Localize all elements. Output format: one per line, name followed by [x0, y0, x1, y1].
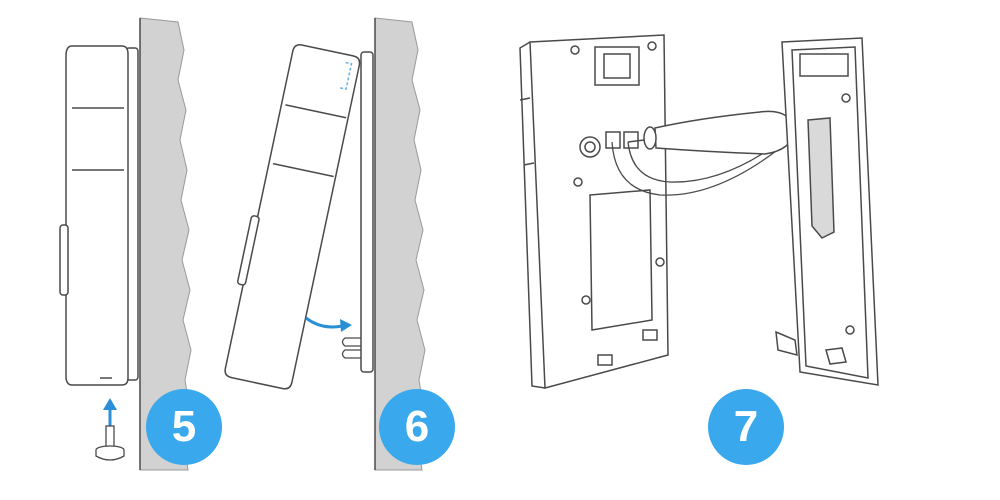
screw-icon — [95, 425, 125, 461]
doorbell-tilted — [224, 44, 361, 390]
doorbell-back-view — [519, 34, 669, 389]
step-5-badge: 5 — [146, 389, 222, 465]
step-5-illustration — [59, 17, 192, 471]
step-number: 7 — [733, 402, 759, 451]
step-6-badge: 6 — [379, 389, 455, 465]
step-number: 6 — [404, 402, 430, 451]
step-7-badge: 7 — [708, 389, 784, 465]
doorbell-side-view — [59, 45, 129, 386]
step-6-illustration — [224, 17, 426, 471]
mounting-bracket — [360, 51, 374, 373]
step-7-illustration — [519, 34, 879, 389]
step-number: 5 — [171, 402, 197, 451]
mounting-bracket — [775, 37, 879, 386]
curved-arrow-icon — [305, 316, 352, 332]
